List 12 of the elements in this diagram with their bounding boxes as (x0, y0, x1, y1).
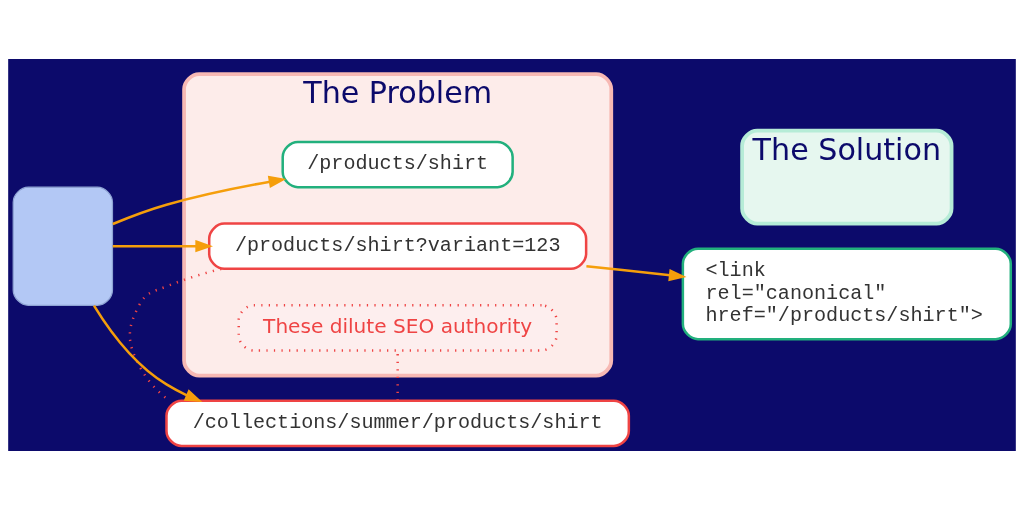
node-box: /products/shirt (281, 140, 514, 189)
arrow (112, 240, 213, 253)
arrow (92, 304, 203, 403)
node-box (12, 186, 114, 306)
arrow (586, 265, 687, 282)
node-box: The Solution (740, 128, 954, 226)
node-box: /products/shirt?variant=123 (207, 222, 588, 271)
node-box: /collections/summer/products/shirt (165, 399, 631, 448)
connector (128, 267, 222, 402)
arrow (112, 175, 287, 226)
node-box: <link rel="canonical" href="/products/shirt"> (681, 247, 1013, 341)
node-box: These dilute SEO authority (237, 304, 558, 352)
